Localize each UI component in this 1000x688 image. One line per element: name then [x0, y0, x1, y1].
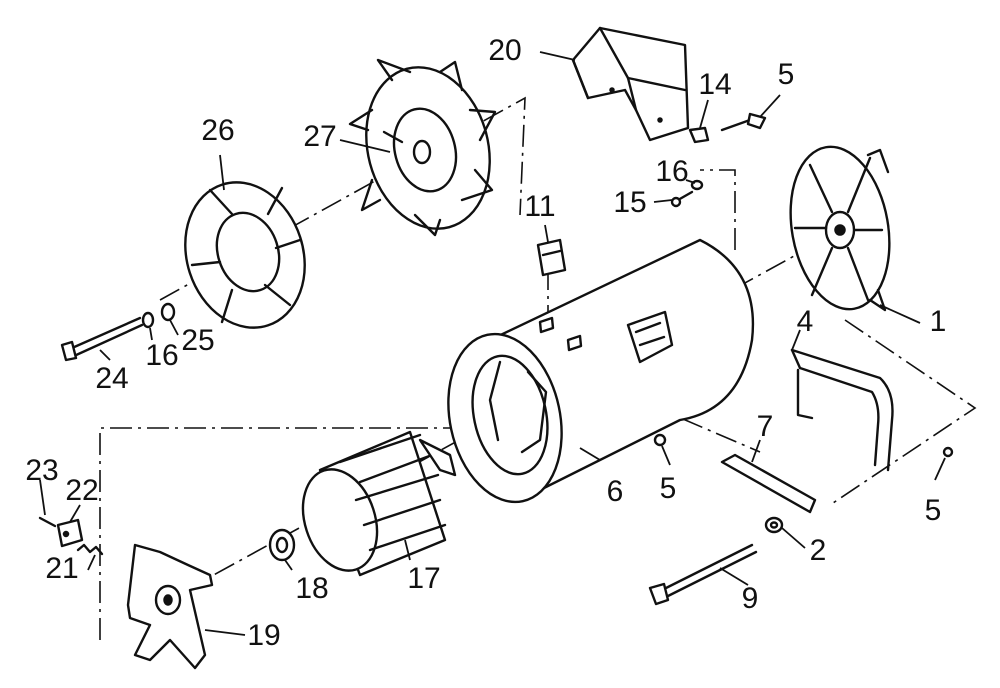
- part-21-spring: [76, 543, 104, 556]
- part-9-bolt: [648, 543, 758, 606]
- callout-4: 4: [797, 305, 814, 338]
- callout-2: 2: [810, 534, 827, 567]
- callout-19: 19: [247, 619, 280, 652]
- callout-11: 11: [524, 190, 555, 223]
- callout-9: 9: [742, 582, 759, 615]
- callout-1: 1: [930, 305, 947, 338]
- part-24-through-bolt: [60, 316, 144, 362]
- part-16-washer-left: [141, 311, 155, 329]
- callout-15: 15: [613, 186, 646, 219]
- part-25-washer: [160, 302, 176, 322]
- part-27-fan: [348, 58, 497, 237]
- part-22-terminal: [56, 518, 84, 548]
- callout-labels: 20 14 5 27 26 16 15 11 1 4 24 16 25 7 6 …: [25, 34, 946, 652]
- callout-16-left: 16: [145, 339, 178, 372]
- part-4-mount-bracket: [790, 348, 894, 472]
- part-6-stator-housing: [447, 238, 755, 504]
- callout-27: 27: [303, 120, 336, 153]
- callout-21: 21: [45, 552, 78, 585]
- callout-6: 6: [607, 475, 624, 508]
- part-11-plug: [536, 238, 567, 277]
- leader-lines: [39, 51, 946, 636]
- callout-26: 26: [201, 114, 234, 147]
- callout-24: 24: [95, 362, 128, 395]
- part-18-bearing: [268, 528, 296, 562]
- callout-23: 23: [25, 454, 58, 487]
- callout-20: 20: [488, 34, 521, 67]
- part-17-rotor: [301, 430, 457, 577]
- callout-14: 14: [698, 68, 731, 101]
- part-23-pin: [38, 516, 57, 528]
- part-7-strap: [720, 453, 817, 514]
- part-5-screw-middle: [653, 433, 667, 447]
- part-26-fan-guard: [184, 181, 306, 329]
- part-14-clip: [688, 126, 710, 144]
- callout-16-top: 16: [655, 155, 688, 188]
- part-20-cover: [571, 26, 690, 142]
- part-19-drive-hub: [126, 543, 214, 670]
- callout-17: 17: [407, 562, 440, 595]
- part-1-end-bell: [789, 145, 891, 312]
- callout-22: 22: [65, 474, 98, 507]
- callout-5-top: 5: [778, 58, 795, 91]
- callout-25: 25: [181, 324, 214, 357]
- part-15-screw: [670, 190, 694, 208]
- callout-7: 7: [757, 410, 774, 443]
- callout-5-right: 5: [925, 494, 942, 527]
- part-5-screw-top: [720, 112, 767, 132]
- callout-18: 18: [295, 572, 328, 605]
- callout-5-middle: 5: [660, 472, 677, 505]
- part-2-washer: [764, 516, 784, 534]
- part-5-screw-right: [942, 446, 954, 458]
